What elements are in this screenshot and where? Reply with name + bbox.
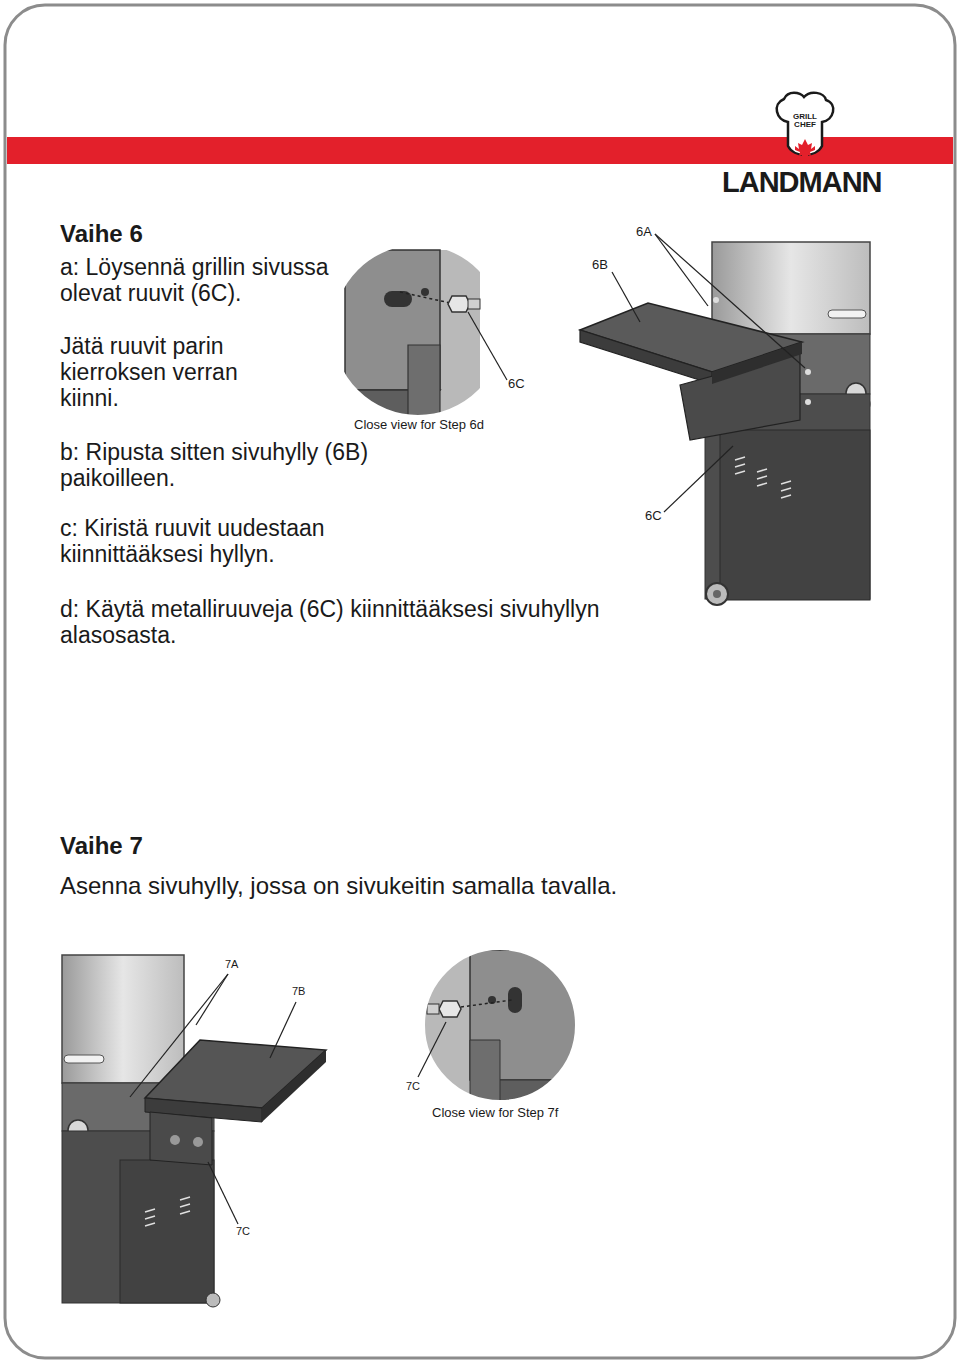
step-text: d: Käytä metalliruuveja (6C) kiinnittääk… <box>60 596 605 648</box>
callout-number: 6C <box>645 509 675 524</box>
callout-number: 6B <box>592 258 622 273</box>
step-text: Asenna sivuhylly, jossa on sivukeitin sa… <box>60 872 760 899</box>
callout-number: 6A <box>636 225 666 240</box>
callout-number: 6C <box>508 377 538 392</box>
callout-number: 7A <box>225 958 255 970</box>
callout-number: 7C <box>236 1225 266 1237</box>
step-text: b: Ripusta sitten sivuhylly (6B) paikoil… <box>60 439 380 491</box>
leader-line <box>130 974 296 1224</box>
step-text: c: Kiristä ruuvit uudestaan kiinnittääks… <box>60 515 405 567</box>
logo-text: GRILL CHEF <box>789 113 821 129</box>
brand-name: LANDMANN <box>722 166 897 199</box>
step-text: Jätä ruuvit parin kierroksen verran kiin… <box>60 333 285 411</box>
view-caption: Close view for Step 6d <box>354 418 514 433</box>
leader-line <box>468 312 507 380</box>
step-text: a: Löysennä grillin sivussa olevat ruuvi… <box>60 254 395 306</box>
leader-line <box>418 1022 446 1077</box>
page-frame <box>5 5 955 1358</box>
view-caption: Close view for Step 7f <box>432 1106 602 1121</box>
step-heading: Vaihe 7 <box>60 832 260 859</box>
step-heading: Vaihe 6 <box>60 220 260 247</box>
close-view-6 <box>330 240 510 420</box>
callout-number: 7C <box>406 1080 436 1092</box>
close-view-7 <box>420 945 580 1110</box>
callout-number: 7B <box>292 985 322 997</box>
leader-line <box>612 234 805 512</box>
chef-hat-logo <box>777 93 833 159</box>
grill-illustration-7 <box>0 955 326 1307</box>
